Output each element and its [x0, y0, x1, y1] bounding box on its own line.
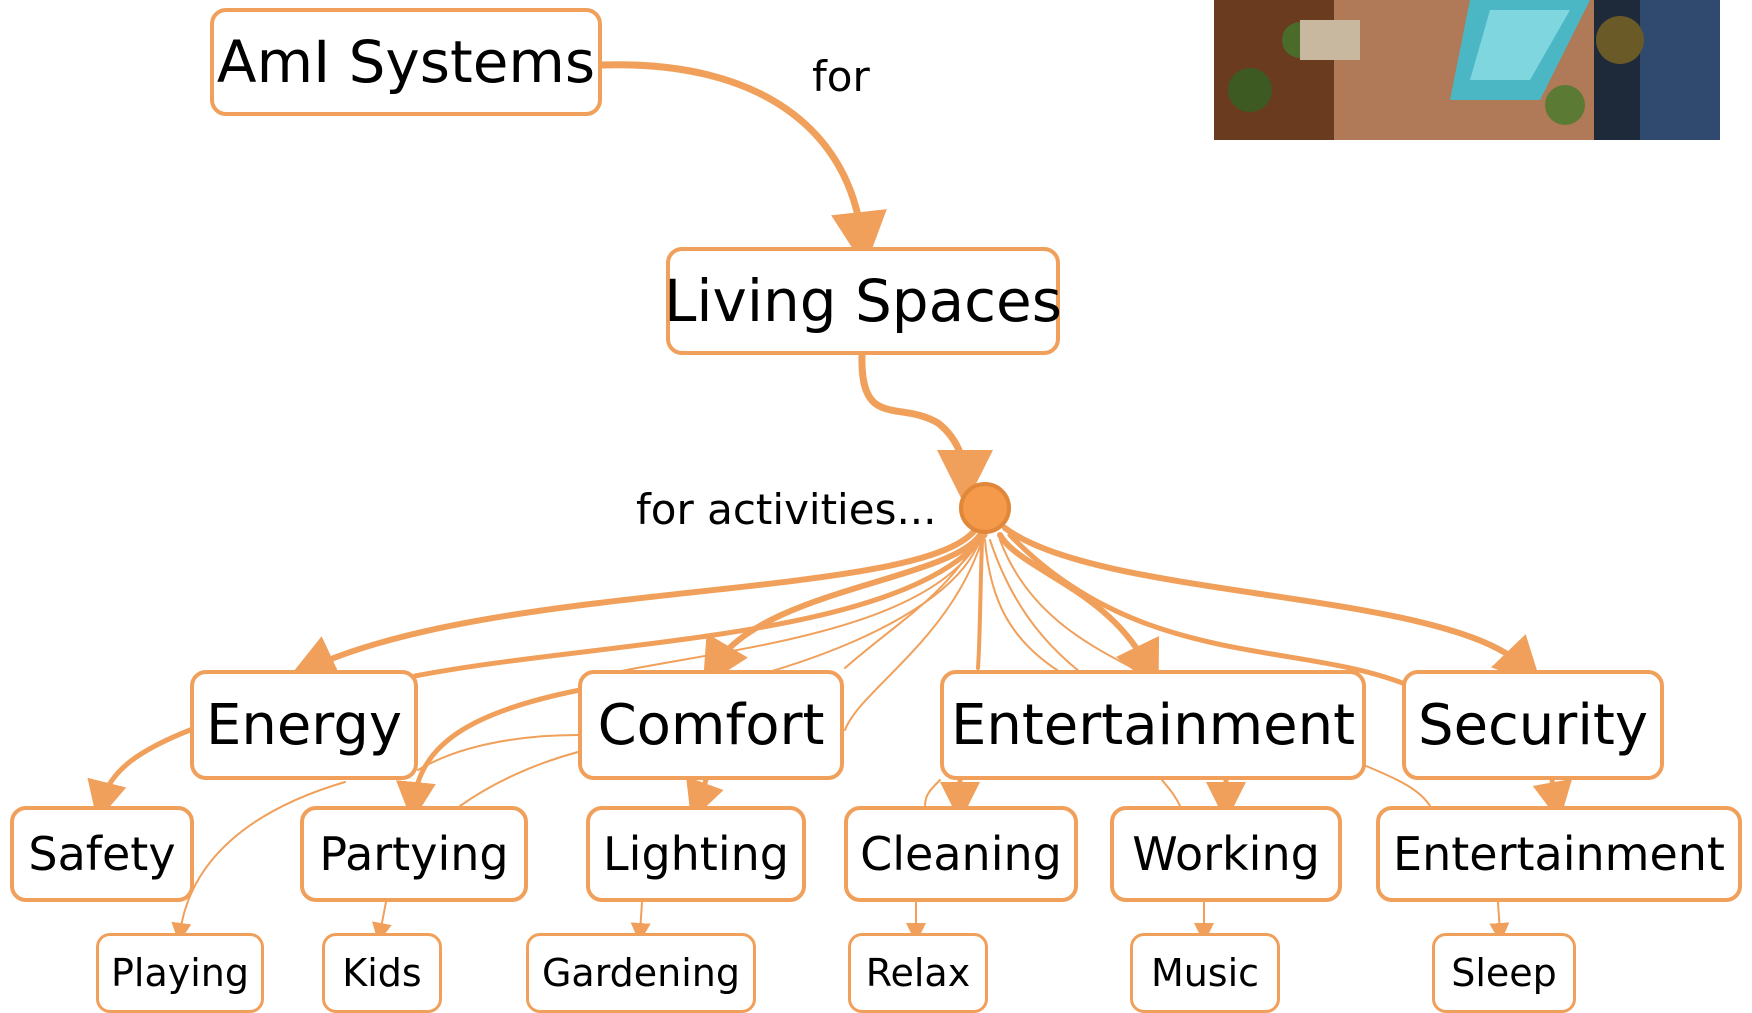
edge-comfort-to-partying-thin	[459, 751, 579, 807]
node-partying: Partying	[300, 806, 528, 902]
node-working-label: Working	[1132, 827, 1320, 881]
node-cleaning: Cleaning	[844, 806, 1078, 902]
edge-hub-to-energy-2	[412, 532, 988, 679]
node-sleep: Sleep	[1432, 933, 1576, 1013]
node-entertainment-sub-label: Entertainment	[1393, 827, 1725, 881]
edge-partying-to-kids	[372, 901, 392, 943]
node-relax: Relax	[848, 933, 988, 1013]
node-living-spaces: Living Spaces	[664, 247, 1062, 355]
edge-lighting-to-gardening	[630, 901, 651, 943]
edge-hub-to-energy	[288, 527, 978, 680]
node-gardening-label: Gardening	[541, 951, 741, 995]
edge-hub-thin-7	[844, 539, 979, 669]
edge-comfort-to-lighting	[686, 776, 724, 821]
node-entertainment-label: Entertainment	[950, 692, 1356, 758]
edge-hub-thin-6	[579, 539, 981, 681]
edge-hub-to-security	[1002, 525, 1542, 686]
activities-hub-node	[959, 482, 1011, 534]
edge-hub-to-cleaning-thick	[976, 538, 984, 670]
node-working: Working	[1110, 806, 1342, 902]
node-cleaning-label: Cleaning	[860, 827, 1062, 881]
node-ami-systems: AmI Systems	[210, 8, 602, 116]
edge-hub-thin-1	[844, 539, 983, 731]
edge-entertainment-to-cleaning-thin	[924, 779, 941, 807]
node-lighting-label: Lighting	[603, 827, 789, 881]
node-safety-label: Safety	[28, 827, 176, 881]
node-entertainment-sub: Entertainment	[1376, 806, 1742, 902]
node-lighting: Lighting	[586, 806, 806, 902]
node-relax-label: Relax	[865, 951, 971, 995]
node-kids: Kids	[322, 933, 442, 1013]
node-living-spaces-label: Living Spaces	[664, 267, 1062, 335]
edge-comfort-to-energy-thin	[417, 734, 579, 771]
node-gardening: Gardening	[526, 933, 756, 1013]
edge-living-to-hub	[858, 351, 993, 506]
node-playing-label: Playing	[110, 951, 249, 995]
edge-hub-to-security-2	[1007, 532, 1413, 689]
node-kids-label: Kids	[342, 951, 422, 995]
node-music-label: Music	[1150, 951, 1260, 995]
edge-ami-to-living	[598, 61, 887, 268]
node-entertainment: Entertainment	[940, 670, 1366, 780]
house-pool-photo-icon	[1214, 0, 1720, 140]
node-playing: Playing	[96, 933, 264, 1013]
node-comfort: Comfort	[578, 670, 844, 780]
edge-hub-to-comfort	[702, 532, 983, 687]
edge-hub-thin-4	[989, 539, 1081, 673]
node-ami-systems-label: AmI Systems	[216, 28, 596, 96]
edge-hub-to-entertainment	[997, 532, 1160, 690]
edge-security-to-entertainment	[1532, 777, 1573, 822]
node-partying-label: Partying	[319, 827, 509, 881]
edge-comfort-to-partying	[396, 687, 583, 822]
edge-entertainment-to-working-thin	[1161, 779, 1181, 807]
edge-energy-to-playing	[171, 781, 346, 943]
node-sleep-label: Sleep	[1451, 951, 1557, 995]
node-comfort-label: Comfort	[597, 692, 825, 758]
edge-entertainment-to-sleep	[1489, 901, 1510, 943]
node-energy-label: Energy	[205, 692, 403, 758]
node-energy: Energy	[190, 670, 418, 780]
node-security: Security	[1402, 670, 1664, 780]
node-music: Music	[1130, 933, 1280, 1013]
edge-hub-thin-5	[999, 539, 1141, 673]
node-safety: Safety	[10, 806, 194, 902]
edge-label-for: for	[812, 52, 870, 101]
edge-energy-to-safety	[87, 727, 193, 822]
edge-hub-thin-3	[984, 539, 1061, 673]
node-security-label: Security	[1418, 692, 1648, 758]
edge-security-to-sub-thin	[1365, 765, 1431, 807]
edge-label-for-activities: for activities...	[636, 485, 937, 534]
